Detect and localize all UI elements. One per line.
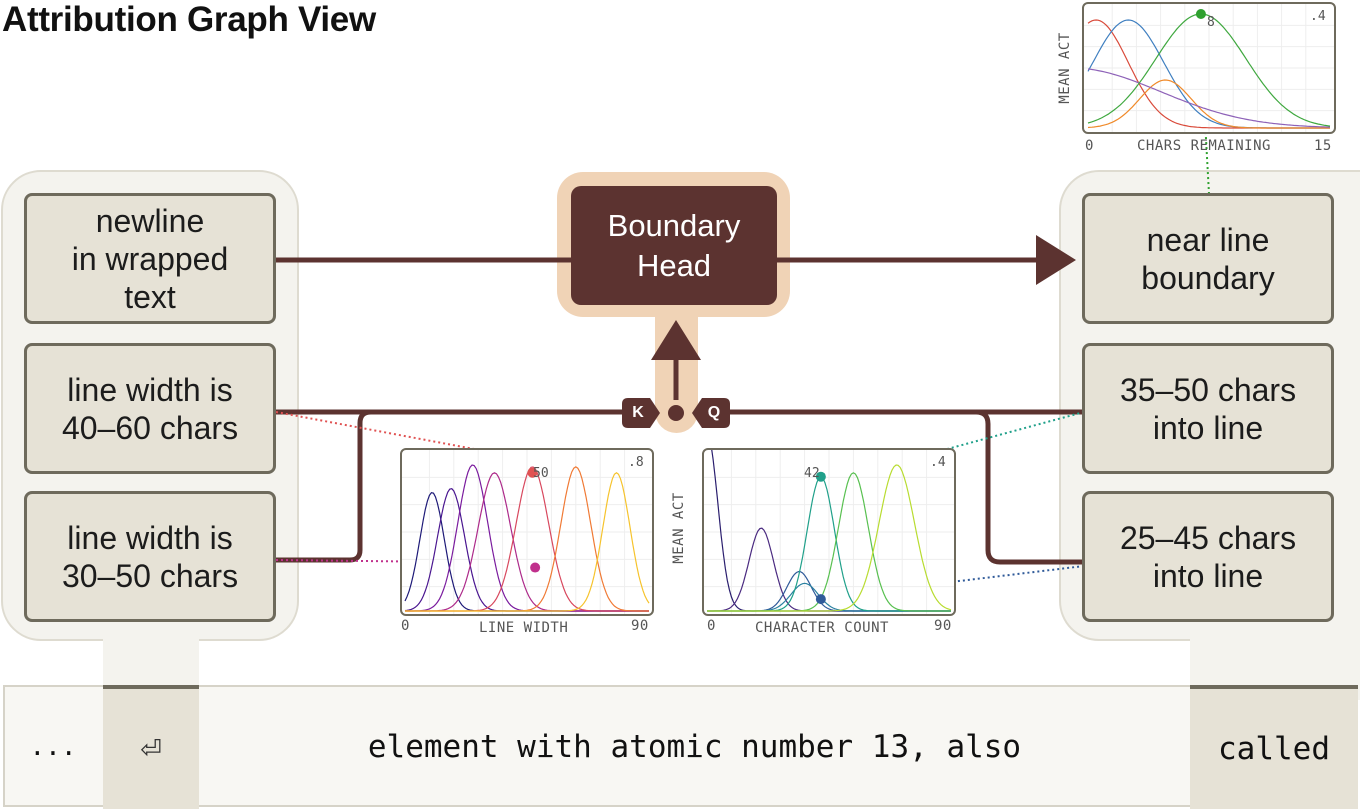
chart-chars-remaining: [1082, 2, 1336, 134]
chart-cc-ylabel: MEAN ACT: [671, 492, 687, 564]
chart-chars-remaining-plot: [1084, 4, 1334, 132]
chart-character-count: [702, 448, 956, 616]
chart-lw-xlabel: LINE WIDTH: [479, 620, 569, 636]
token-strip: [3, 685, 1358, 807]
feature-newline-in-wrapped-text[interactable]: newline in wrapped text: [24, 193, 276, 324]
chart-cc-highlight-label: 42: [804, 466, 820, 481]
head-stem-glow: [655, 300, 698, 433]
highlight-point-0[interactable]: [815, 471, 826, 482]
feature-line-width-40-60[interactable]: line width is 40–60 chars: [24, 343, 276, 474]
highlight-point-1[interactable]: [530, 562, 541, 573]
token-ellipsis[interactable]: ...: [3, 687, 103, 807]
chart-cc-xlabel: CHARACTER COUNT: [755, 620, 889, 636]
chart-lw-ymax: .8: [628, 455, 644, 470]
newline-icon: ⏎: [140, 733, 162, 764]
token-newline[interactable]: ⏎: [103, 685, 199, 809]
chart-lw-xmin: 0: [401, 618, 410, 634]
highlight-point-0[interactable]: [1195, 9, 1206, 19]
chart-top-highlight-label: 8: [1207, 15, 1215, 30]
chart-top-ylabel: MEAN ACT: [1057, 32, 1073, 104]
chart-top-xmax: 15: [1314, 138, 1332, 154]
feature-near-line-boundary[interactable]: near line boundary: [1082, 193, 1334, 324]
chart-top-ymax: .4: [1310, 9, 1326, 24]
series-line-4: [1087, 13, 1331, 127]
feature-line-width-30-50[interactable]: line width is 30–50 chars: [24, 491, 276, 622]
highlight-point-0[interactable]: [527, 467, 538, 478]
chart-line-width-plot: [402, 450, 652, 614]
chart-top-xlabel: CHARS REMAINING: [1137, 138, 1271, 154]
chart-lw-highlight-label: 50: [533, 466, 549, 481]
k-label: K: [632, 404, 644, 421]
series-line-6: [707, 464, 952, 612]
chart-cc-ymax: .4: [930, 455, 946, 470]
chart-cc-xmax: 90: [934, 618, 952, 634]
chart-lw-xmax: 90: [631, 618, 649, 634]
series-line-3: [1087, 68, 1330, 128]
token-ellipsis-text: ...: [29, 732, 77, 762]
token-called-text: called: [1218, 731, 1330, 767]
boundary-head-node[interactable]: Boundary Head: [571, 186, 777, 305]
feature-25-45-chars-into-line[interactable]: 25–45 chars into line: [1082, 491, 1334, 622]
page-title: Attribution Graph View: [2, 0, 376, 39]
chart-character-count-plot: [704, 450, 954, 614]
feature-35-50-chars-into-line[interactable]: 35–50 chars into line: [1082, 343, 1334, 474]
highlight-point-1[interactable]: [815, 594, 826, 605]
token-called[interactable]: called: [1190, 685, 1358, 809]
token-context-text: element with atomic number 13, also: [367, 729, 1022, 765]
chart-cc-xmin: 0: [707, 618, 716, 634]
chart-top-xmin: 0: [1085, 138, 1094, 154]
q-label: Q: [707, 404, 721, 421]
series-line-6: [405, 472, 650, 612]
series-line-2: [1087, 79, 1330, 129]
chart-line-width: [400, 448, 654, 616]
token-context[interactable]: element with atomic number 13, also: [199, 687, 1190, 807]
